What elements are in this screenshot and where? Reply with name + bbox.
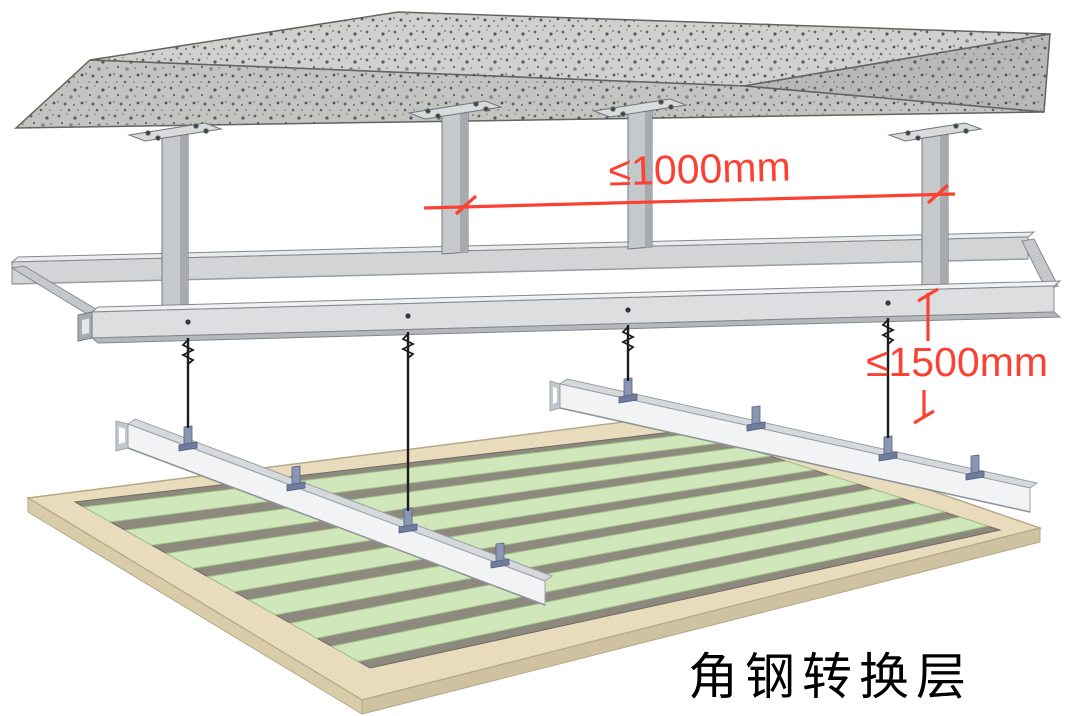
steel-post	[921, 131, 949, 293]
ceiling-deck	[25, 411, 1043, 715]
rod-bolt	[405, 313, 411, 319]
rod-bolt	[625, 307, 631, 313]
furring-strips	[82, 432, 990, 662]
slab-front-face-speckle	[16, 60, 1044, 128]
anchor-plate	[127, 122, 223, 142]
carrier-channel-back	[549, 378, 1039, 513]
frame-back-channel	[10, 231, 1036, 285]
furring-strip	[288, 502, 947, 639]
hanger-rod	[180, 338, 196, 428]
slab-top-face-speckle	[90, 12, 1050, 86]
steel-post	[161, 131, 189, 312]
channel-clip	[398, 507, 418, 534]
channel-clip	[178, 425, 198, 452]
furring-strip	[247, 488, 901, 616]
dimension-hanger-spacing	[423, 183, 956, 216]
dimension-tick	[926, 183, 950, 205]
carrier-channel-front	[115, 418, 554, 606]
channel-clip	[746, 405, 766, 432]
steel-post	[441, 109, 469, 255]
concrete-slab	[14, 11, 1051, 129]
channel-clip	[965, 454, 985, 481]
channel-clip	[618, 377, 638, 404]
hanger-rod	[620, 325, 636, 381]
hanger-rod	[880, 318, 896, 438]
hanger-rods	[180, 318, 896, 511]
anchor-plate	[592, 98, 688, 118]
anchor-plate	[887, 122, 983, 142]
rod-spring	[880, 319, 896, 345]
rod-spring	[620, 326, 636, 352]
anchor-plate	[407, 100, 503, 120]
dimension-tick	[454, 194, 478, 216]
channel-clip	[490, 542, 510, 569]
dimension-line	[423, 192, 956, 210]
dimension-drop-height	[913, 287, 939, 425]
furring-strip	[123, 446, 771, 546]
rod-bolt	[885, 300, 891, 306]
furring-strip	[330, 516, 990, 662]
furring-strip	[164, 460, 815, 569]
channel-clip	[286, 465, 306, 492]
hanger-rod	[400, 332, 416, 511]
deck-board-right-edge	[361, 527, 1041, 715]
steel-posts	[161, 107, 949, 312]
dimension-tick	[913, 409, 935, 425]
dimension-label-1000: ≤1000mm	[608, 143, 791, 194]
furring-strip	[206, 474, 858, 593]
channel-clips	[178, 377, 985, 569]
channel-clip	[878, 435, 898, 462]
rod-spring	[400, 333, 416, 359]
frame-right-member	[1021, 238, 1059, 290]
anchor-plates	[127, 98, 983, 142]
rod-spring	[180, 339, 196, 365]
rod-bolt	[185, 319, 191, 325]
frame-front-channel	[77, 280, 1062, 344]
diagram-title: 角钢转换层	[688, 649, 973, 705]
dimension-label-1500: ≤1500mm	[866, 339, 1048, 385]
